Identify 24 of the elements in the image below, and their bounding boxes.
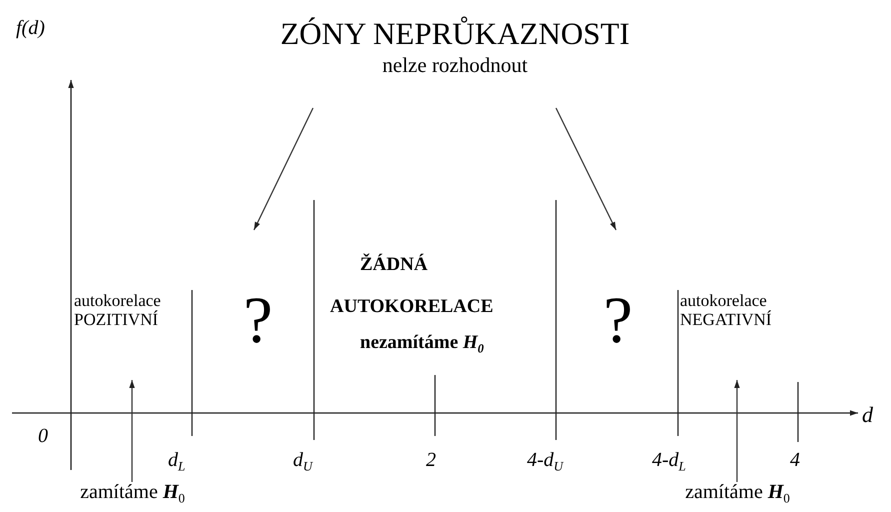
tick-label: 4-d$_{L}$ [652, 450, 686, 473]
tick-label: d$_{U}$ [293, 450, 312, 473]
region-label: AUTOKORELACE [330, 297, 494, 316]
region-label: autokorelace POZITIVNÍ [74, 292, 162, 330]
decision-text: zamítáme H$_{0}$ [79, 482, 186, 505]
tick-label: 4-d$_{U}$ [527, 450, 564, 473]
tick-label: 4 [790, 450, 800, 470]
tick-label: 2 [426, 450, 436, 470]
region-label: nezamítáme H$_{0}$ [360, 333, 484, 355]
zone-heading: ZÓNY NEPRŮKAZNOSTI [279, 18, 631, 49]
axis-label: f(d) [16, 18, 45, 38]
question-mark: ? [242, 288, 274, 354]
arrow [734, 380, 740, 482]
question-mark: ? [602, 288, 634, 354]
region-label: autokorelace NEGATIVNÍ [680, 292, 773, 330]
arrow [129, 380, 135, 482]
arrow [555, 108, 617, 230]
region-label: ŽÁDNÁ [360, 255, 428, 274]
tick-label: 0 [38, 426, 48, 446]
decision-text: zamítáme H$_{0}$ [684, 482, 791, 505]
zone-subheading: nelze rozhodnout [381, 55, 529, 76]
axis-label: d [862, 404, 873, 426]
tick-label: d$_{L}$ [168, 450, 186, 473]
arrow [253, 108, 314, 230]
